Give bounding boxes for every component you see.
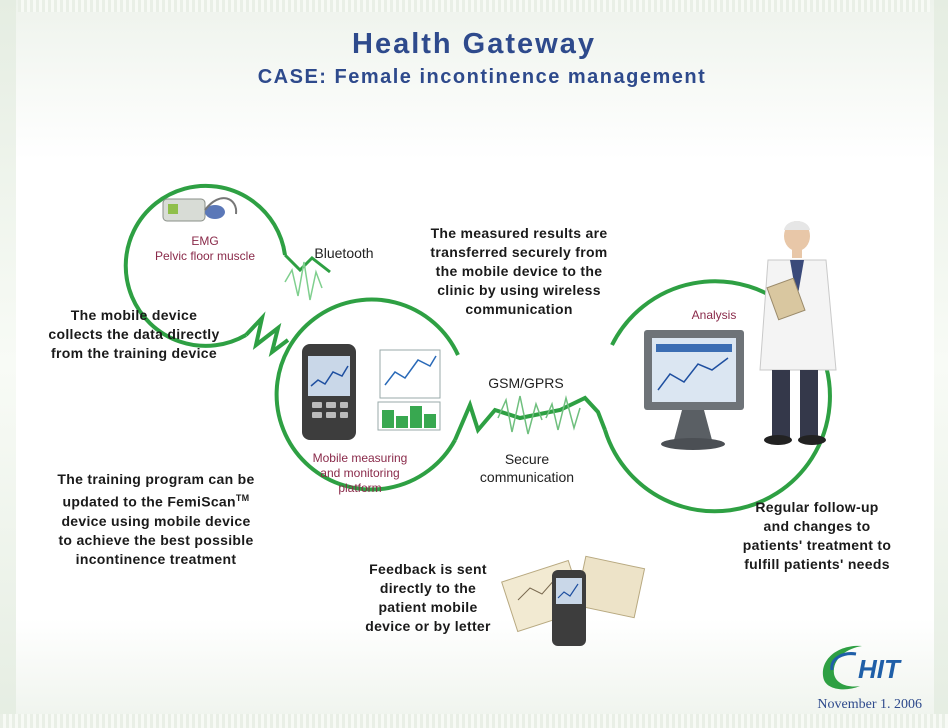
analysis-label: Analysis <box>691 308 737 322</box>
emg-device-icon <box>162 197 238 222</box>
bluetooth-bolt <box>244 311 290 357</box>
computer-monitor-icon <box>644 330 744 450</box>
letter-papers-icon <box>501 555 646 646</box>
secure-communication-label: Secure communication <box>462 450 592 486</box>
feedback-line-4: device or by letter <box>365 618 491 634</box>
followup-line-3: patients' treatment to <box>742 537 892 553</box>
feedback-line-3: patient mobile <box>378 599 478 615</box>
gsm-bolt <box>453 395 607 441</box>
mobile-circle <box>274 297 460 492</box>
emg-label-text: EMG <box>191 234 219 248</box>
gsm-wave-right <box>545 395 581 431</box>
mobile-platform-line-2: and monitoring <box>320 466 400 480</box>
followup-note: Regular follow-up and changes to patient… <box>726 498 908 574</box>
ehit-logo-icon: HIT <box>822 645 902 690</box>
collect-line-3: from the training device <box>51 345 217 361</box>
secure-line-2: communication <box>479 469 575 485</box>
trademark-sup: TM <box>235 493 250 503</box>
gsm-label: GSM/GPRS <box>488 375 564 391</box>
transfer-line-1: The measured results are <box>430 225 608 241</box>
training-line-1: The training program can be <box>57 471 255 487</box>
collect-line-1: The mobile device <box>70 307 198 323</box>
training-note: The training program can be updated to t… <box>40 470 272 569</box>
training-line-4: to achieve the best possible <box>58 531 254 548</box>
bluetooth-label: Bluetooth <box>314 245 374 261</box>
secure-line-1: Secure <box>504 451 550 467</box>
transfer-note: The measured results are transferred sec… <box>410 224 628 319</box>
followup-line-2: and changes to <box>763 518 871 534</box>
gsm-wave-left <box>497 395 543 435</box>
transfer-line-2: transferred securely from <box>430 244 608 260</box>
logo-text: HIT <box>858 654 902 684</box>
page-title: Health Gateway <box>352 28 596 60</box>
followup-line-1: Regular follow-up <box>755 499 879 515</box>
mobile-phone-icon <box>302 344 356 440</box>
feedback-line-2: directly to the <box>379 580 477 596</box>
bluetooth-wave <box>284 261 323 301</box>
footer-date: November 1. 2006 <box>817 697 922 712</box>
bottom-border-band <box>0 714 948 728</box>
training-line-5: incontinence treatment <box>75 550 237 567</box>
feedback-line-1: Feedback is sent <box>369 561 487 577</box>
emg-circle <box>123 183 287 348</box>
training-line-2: updated to the FemiScanTM <box>40 489 272 512</box>
right-border-band <box>934 0 948 728</box>
collect-line-2: collects the data directly <box>48 326 220 342</box>
transfer-line-5: communication <box>465 301 573 317</box>
transfer-line-4: clinic by using wireless <box>437 282 601 298</box>
mobile-platform-line-3: platform <box>338 481 382 495</box>
analysis-circle <box>603 279 832 514</box>
monitoring-chart-icon <box>377 349 441 431</box>
transfer-line-3: the mobile device to the <box>435 263 603 279</box>
page-subtitle: CASE: Female incontinence management <box>257 66 707 88</box>
emg-label: EMG Pelvic floor muscle <box>150 234 260 264</box>
mobile-platform-line-1: Mobile measuring <box>312 451 408 465</box>
pelvic-label-text: Pelvic floor muscle <box>154 249 256 263</box>
training-line-3: device using mobile device <box>61 512 251 529</box>
doctor-figure-icon <box>759 221 837 445</box>
top-bolt <box>283 253 331 274</box>
mobile-platform-label: Mobile measuring and monitoring platform <box>300 451 420 496</box>
followup-line-4: fulfill patients' needs <box>744 556 890 572</box>
top-border-band <box>18 0 930 12</box>
feedback-note: Feedback is sent directly to the patient… <box>350 560 506 636</box>
training-line-2-text: updated to the FemiScan <box>62 493 236 510</box>
left-border-band <box>0 0 16 728</box>
collect-note: The mobile device collects the data dire… <box>34 306 234 363</box>
